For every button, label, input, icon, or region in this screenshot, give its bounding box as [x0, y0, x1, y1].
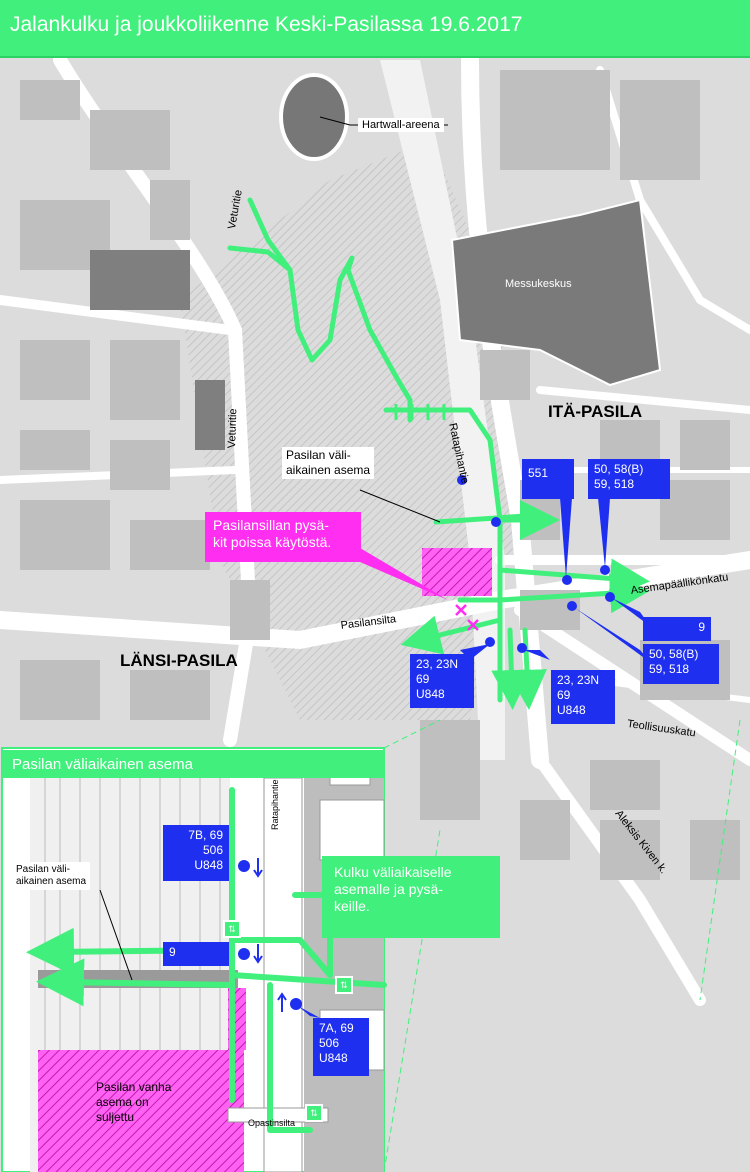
inset-direction-arrows — [253, 858, 287, 1012]
temp-station-callout: Pasilan väli- aikainen asema — [282, 447, 375, 479]
bus-stop-551: 551 — [522, 459, 574, 499]
inset-title-bar — [2, 750, 384, 778]
closed-stops-callout: Pasilansillan pysä- kit poissa käytöstä. — [205, 512, 361, 562]
inset-bus-dots — [238, 860, 320, 1018]
inset-route-note: Kulku väliaikaiselle asemalle ja pysä- k… — [322, 856, 500, 938]
bus-stop-23-west: 23, 23N 69 U848 — [410, 654, 474, 708]
closed-stop-markers — [455, 604, 479, 631]
title-bar — [0, 0, 750, 58]
elevator-icon: ⇅ — [335, 976, 353, 994]
elevator-icon: ⇅ — [223, 920, 241, 938]
inset-title: Pasilan väliaikainen asema — [12, 756, 193, 773]
bus-stop-markers — [360, 475, 650, 662]
inset-bridge-label: Opastinsilta — [248, 1118, 296, 1128]
inset-bus-stop-7b: 7B, 69 506 U848 — [163, 825, 229, 881]
bus-stop-9: 9 — [643, 617, 711, 641]
street-veturitie-south: Veturitie — [226, 408, 240, 449]
inset-old-station-label: Pasilan vanha asema on suljettu — [96, 1080, 172, 1124]
closed-station-area — [422, 548, 492, 596]
bus-stop-50-south: 50, 58(B) 59, 518 — [643, 644, 719, 684]
bus-stop-23-east: 23, 23N 69 U848 — [551, 670, 615, 724]
inset-walking-routes — [26, 787, 387, 1133]
hartwall-label: Hartwall-areena — [358, 118, 444, 132]
inset-bus-stop-9: 9 — [163, 942, 229, 966]
hartwall-arena — [279, 73, 349, 161]
inset-bus-stop-7a: 7A, 69 506 U848 — [313, 1018, 369, 1076]
messukeskus-label: Messukeskus — [505, 278, 572, 290]
inset-street-ratapihantie: Ratapihantie — [270, 779, 280, 830]
temp-platform-ticks — [394, 404, 446, 420]
messukeskus-building — [450, 198, 662, 387]
elevator-icon: ⇅ — [305, 1104, 323, 1122]
lansi-pasila-label: LÄNSI-PASILA — [120, 651, 238, 670]
inset-temp-station-label: Pasilan väli- aikainen asema — [12, 862, 91, 890]
map-title: Jalankulku ja joukkoliikenne Keski-Pasil… — [10, 13, 523, 36]
bus-stop-50-north: 50, 58(B) 59, 518 — [588, 459, 670, 499]
ita-pasila-label: ITÄ-PASILA — [548, 402, 643, 421]
